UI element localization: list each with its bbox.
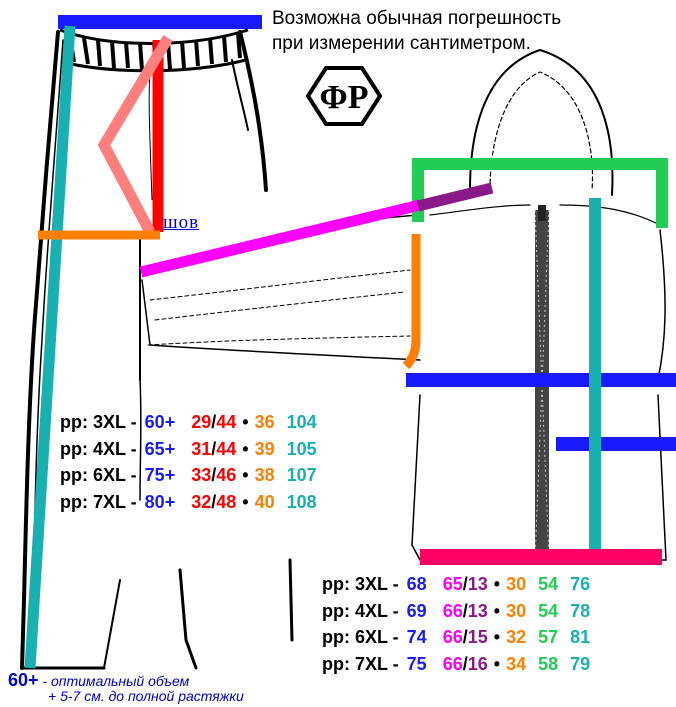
size-cell-v3: 46 [216,465,237,485]
size-cell-v5: 58 [538,653,559,674]
size-cell-v1: 74 [406,627,427,647]
size-cell-v6: 76 [570,574,591,594]
size-cell-dot: • [493,574,501,594]
measure-lines [24,15,676,669]
size-cell-v2: 33 [191,465,212,485]
size-cell-sep: / [462,600,468,621]
size-cell-v5: 104 [286,412,317,432]
size-row: pp: 6XL - 74 66/15•32 57 81 [322,624,590,651]
size-cell-v1: 60+ [144,412,176,432]
size-cell-sep: / [462,653,468,674]
size-cell-v4: 40 [254,491,275,512]
size-row: pp: 7XL - 80+ 32/48•40 108 [60,489,329,516]
size-cell-v5: 54 [538,600,559,621]
size-cell-v4: 30 [506,600,527,621]
size-cell-dot: • [493,627,501,647]
size-cell-v3: 15 [467,627,488,647]
size-row: pp: 6XL - 75+ 33/46•38 107 [60,462,329,489]
footnote-line-2: + 5-7 см. до полной растяжки [48,688,244,704]
size-row: pp: 7XL - 75 66/16•34 58 79 [322,651,590,678]
size-cell-v3: 13 [467,600,488,621]
size-cell-v2: 31 [191,438,212,459]
size-cell-prefix: pp: 7XL - [60,491,137,512]
size-cell-v4: 30 [506,574,527,594]
size-cell-dot: • [242,438,249,459]
size-cell-sep: / [211,412,217,432]
size-cell-v5: 54 [538,574,559,594]
jacket-sleeve-line [139,199,422,278]
size-cell-v4: 38 [254,465,275,485]
size-row: pp: 3XL - 60+ 29/44•36 104 [60,409,329,436]
size-cell-v1: 65+ [144,438,176,459]
size-cell-sep: / [211,465,217,485]
size-cell-v2: 32 [191,491,212,512]
pants-rise-back-line [97,35,173,235]
size-cell-v3: 16 [467,653,488,674]
size-cell-sep: / [462,574,468,594]
size-cell-sep: / [462,627,468,647]
size-cell-v1: 75+ [144,465,176,485]
size-cell-prefix: pp: 3XL - [322,574,399,594]
size-cell-sep: / [211,491,217,512]
pants-side-length-line [24,25,76,669]
size-cell-v6: 78 [570,600,591,621]
size-cell-v3: 48 [216,491,237,512]
size-cell-v3: 44 [216,412,237,432]
size-cell-v6: 81 [570,627,591,647]
size-cell-v4: 32 [506,627,527,647]
brand-logo-hexagon: ΦP [305,66,383,126]
size-cell-v1: 69 [406,600,427,621]
size-cell-v2: 66 [442,653,463,674]
note-line-2: при измерении сантиметром. [272,33,531,54]
jacket-collar-line [416,182,494,212]
size-row: pp: 4XL - 69 66/13•30 54 78 [322,598,590,625]
footnote-line-1: - оптимальный объем [38,673,190,689]
size-cell-dot: • [493,653,501,674]
note-line-1: Возможна обычная погрешность [272,8,562,29]
size-cell-prefix: pp: 6XL - [60,465,137,485]
size-cell-v4: 39 [254,438,275,459]
size-cell-prefix: pp: 3XL - [60,412,137,432]
size-cell-prefix: pp: 7XL - [322,653,399,674]
size-cell-sep: / [211,438,217,459]
size-cell-dot: • [493,600,501,621]
size-cell-v5: 57 [538,627,559,647]
footnote-value: 60+ [8,670,39,690]
size-cell-v5: 107 [286,465,317,485]
jacket-armhole-line [402,234,421,370]
size-row: pp: 3XL - 68 65/13•30 54 76 [322,571,590,598]
size-cell-prefix: pp: 6XL - [322,627,399,647]
size-cell-prefix: pp: 4XL - [60,438,137,459]
size-cell-v2: 66 [442,627,463,647]
seam-label: шов [163,212,200,233]
jacket-shoulder-line [412,158,668,228]
size-cell-v5: 108 [286,491,317,512]
size-cell-dot: • [242,465,249,485]
size-cell-v4: 36 [254,412,275,432]
size-cell-v6: 79 [570,653,591,674]
size-cell-dot: • [242,491,249,512]
logo-text: ΦP [320,79,369,116]
size-cell-v3: 44 [216,438,237,459]
size-cell-v2: 66 [442,600,463,621]
size-cell-v1: 75 [406,653,427,674]
size-cell-v1: 68 [406,574,427,594]
size-cell-v5: 105 [286,438,317,459]
size-cell-v4: 34 [506,653,527,674]
size-cell-dot: • [242,412,249,432]
size-row: pp: 4XL - 65+ 31/44•39 105 [60,436,329,463]
measurement-note: Возможна обычная погрешность при измерен… [272,6,561,56]
size-cell-v2: 65 [442,574,463,594]
size-cell-v1: 80+ [144,491,176,512]
size-cell-prefix: pp: 4XL - [322,600,399,621]
pants-outline [20,30,294,670]
stretch-footnote: 60+ - оптимальный объем + 5-7 см. до пол… [8,670,244,704]
size-cell-v2: 29 [191,412,212,432]
size-cell-v3: 13 [467,574,488,594]
